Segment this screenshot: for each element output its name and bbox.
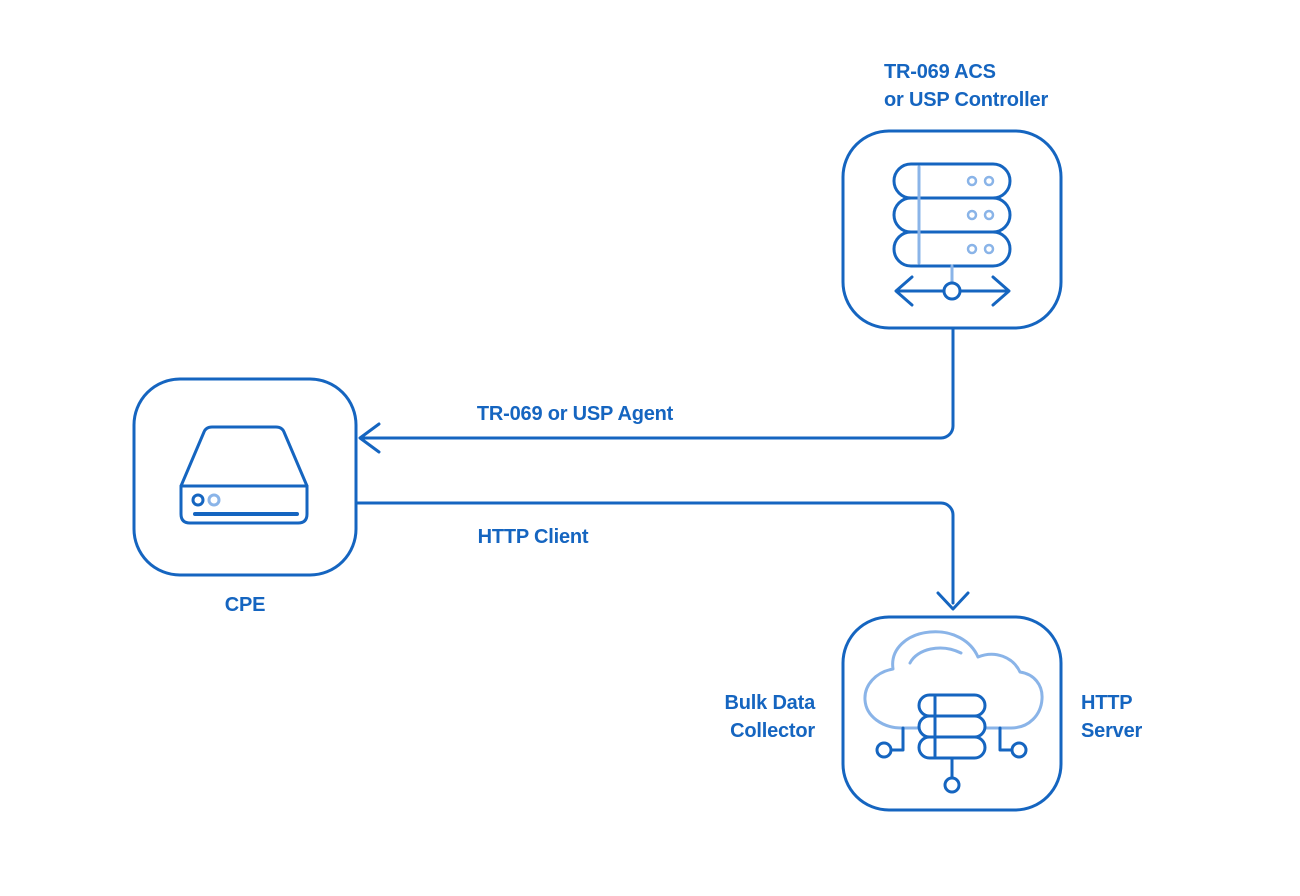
database-row: [917, 714, 987, 739]
right-node-link: [998, 726, 1013, 752]
cloud-database-icon: [863, 630, 1044, 794]
cpe-node-label: CPE: [224, 594, 266, 616]
left-arrowhead-icon: [894, 275, 914, 307]
agent-arrowhead-icon: [358, 422, 381, 454]
connector-node-circle: [942, 281, 962, 301]
agent-edge-label: TR-069 or USP Agent: [476, 403, 674, 425]
client-arrowhead-icon: [936, 591, 970, 611]
indicator-dot: [983, 209, 995, 221]
indicator-dot: [966, 175, 978, 187]
bottom-node-circle: [943, 776, 961, 794]
controller-label-line1: TR-069 ACS: [884, 61, 996, 83]
device-top-shell: [179, 425, 309, 488]
device-led-dot: [207, 493, 221, 507]
database-row: [917, 735, 987, 760]
http-server-label-line2: Server: [1081, 720, 1143, 742]
http-server-label-line1: HTTP: [1081, 692, 1133, 714]
controller-label-line2: or USP Controller: [884, 89, 1049, 111]
bulk-label-line1: Bulk Data: [724, 692, 816, 714]
client-connector-line: [354, 501, 955, 605]
right-arrowhead-icon: [991, 275, 1011, 307]
server-stack-icon: [892, 162, 1012, 307]
indicator-dot: [966, 243, 978, 255]
controller-node-label: TR-069 ACS or USP Controller: [884, 58, 1144, 114]
agent-connector-arrow: [358, 326, 955, 454]
device-led-dot: [191, 493, 205, 507]
indicator-dot: [983, 175, 995, 187]
database-row: [917, 693, 987, 718]
client-edge-label: HTTP Client: [477, 526, 589, 548]
device-icon: [179, 425, 309, 525]
cloud-inner-arc: [908, 646, 963, 665]
left-node-circle: [875, 741, 893, 759]
cloud-outline: [863, 630, 1044, 730]
bulk-label-line2: Collector: [730, 720, 815, 742]
indicator-dot: [983, 243, 995, 255]
bulk-data-collector-label: Bulk Data Collector: [650, 689, 816, 745]
indicator-dot: [966, 209, 978, 221]
right-node-circle: [1010, 741, 1028, 759]
client-connector-arrow: [354, 501, 970, 611]
agent-connector-line: [360, 326, 955, 440]
left-node-link: [890, 726, 905, 752]
http-server-label: HTTP Server: [1081, 689, 1241, 745]
